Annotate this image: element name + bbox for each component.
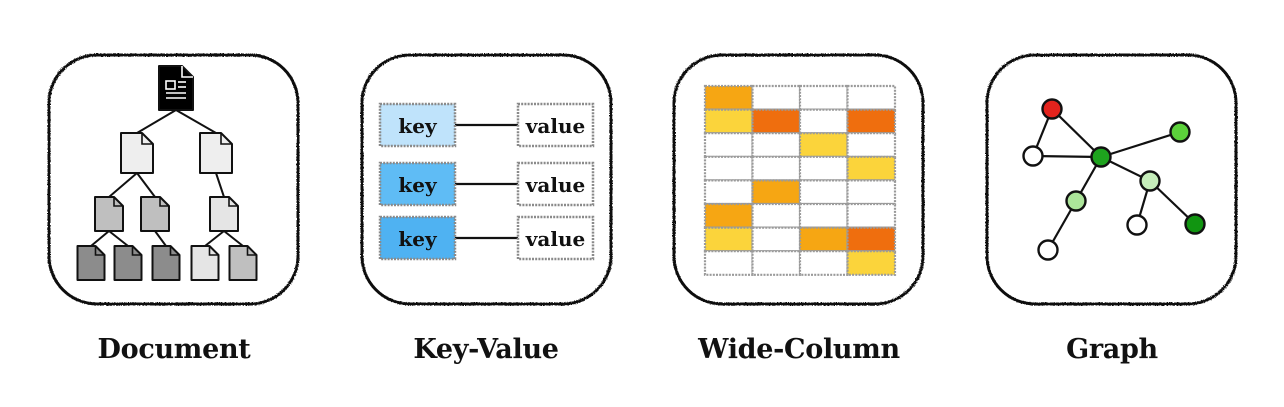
graph-node	[1169, 121, 1191, 143]
graph-caption: Graph	[1066, 334, 1158, 365]
document-panel	[76, 65, 258, 281]
graph-node	[1184, 213, 1206, 235]
graph-node	[1139, 170, 1161, 192]
table-cell	[751, 226, 802, 253]
document-icon	[190, 245, 220, 281]
key-label: key	[398, 114, 438, 138]
document-icon	[209, 196, 239, 232]
table-cell	[846, 132, 897, 158]
document-icon	[228, 245, 258, 281]
tree-edge	[90, 230, 110, 247]
graph-nodes	[1022, 98, 1206, 261]
table-cell	[798, 250, 849, 276]
tree-edge	[204, 230, 225, 247]
graph-node	[1037, 239, 1059, 261]
root-document-icon	[158, 65, 194, 111]
value-box	[516, 215, 595, 261]
table-cell	[798, 132, 849, 158]
table-cell	[798, 179, 849, 206]
value-box	[516, 161, 595, 207]
key-value-panel: key value key value key value	[378, 102, 595, 261]
graph-panel	[1022, 98, 1206, 261]
key-value-pair: key value	[378, 102, 595, 148]
table-cell	[703, 84, 754, 111]
panel-frames	[47, 53, 1238, 306]
panel-frame-wide-column	[672, 53, 925, 306]
table-cell	[846, 250, 897, 276]
document-tree-nodes	[76, 65, 258, 281]
key-box	[378, 215, 457, 261]
tree-edge	[108, 230, 129, 247]
key-box	[378, 102, 457, 148]
tree-edge	[154, 230, 167, 247]
graph-node	[1090, 146, 1112, 168]
graph-node	[1065, 190, 1087, 212]
panel-frame-key-value	[360, 53, 613, 306]
graph-node	[1022, 145, 1044, 167]
table-cell	[751, 155, 802, 182]
table-cell	[846, 179, 897, 206]
graph-edge	[1100, 130, 1181, 159]
key-label: key	[398, 227, 438, 251]
wide-column-panel	[703, 84, 897, 276]
tree-edge	[223, 230, 244, 247]
tree-edge	[136, 109, 177, 134]
document-icon	[113, 245, 143, 281]
tree-edge	[175, 109, 217, 134]
value-label: value	[525, 173, 585, 197]
value-label: value	[525, 227, 585, 251]
table-cell	[846, 226, 897, 253]
key-value-pair: key value	[378, 161, 595, 207]
graph-edge	[1051, 108, 1102, 158]
table-cell	[846, 155, 897, 182]
document-caption: Document	[97, 334, 251, 365]
panel-frame-document	[47, 53, 300, 306]
table-cell	[703, 179, 754, 206]
key-label: key	[398, 173, 438, 197]
table-cell	[703, 108, 754, 135]
value-box	[516, 102, 595, 148]
table-cell	[751, 108, 802, 135]
table-cell	[751, 84, 802, 111]
table-cell	[751, 179, 802, 206]
key-value-pair: key value	[378, 215, 595, 261]
table-cell	[751, 202, 802, 229]
wide-column-caption: Wide-Column	[698, 334, 900, 365]
tree-edge	[215, 172, 225, 198]
key-box	[378, 161, 457, 207]
table-cell	[798, 84, 849, 111]
document-icon	[76, 245, 106, 281]
tree-edge	[108, 172, 138, 198]
value-label: value	[525, 114, 585, 138]
table-cell	[846, 108, 897, 135]
table-cell	[846, 84, 897, 111]
table-cell	[703, 250, 754, 276]
table-cell	[703, 155, 754, 182]
document-icon	[120, 132, 154, 174]
table-cell	[798, 226, 849, 253]
table-cell	[751, 132, 802, 158]
table-cell	[798, 108, 849, 135]
table-cell	[703, 132, 754, 158]
document-icon	[140, 196, 170, 232]
table-cell	[751, 250, 802, 276]
key-value-caption: Key-Value	[413, 334, 559, 365]
panel-frame-graph	[985, 53, 1238, 306]
table-cell	[798, 202, 849, 229]
table-cell	[846, 202, 897, 229]
document-icon	[199, 132, 233, 174]
tree-edge	[136, 172, 156, 198]
table-cell	[798, 155, 849, 182]
graph-node	[1126, 214, 1148, 236]
table-cell	[703, 202, 754, 229]
table-cell	[703, 226, 754, 253]
document-icon	[151, 245, 181, 281]
document-icon	[94, 196, 124, 232]
graph-node	[1041, 98, 1063, 120]
graph-edge	[1032, 154, 1102, 159]
document-tree-edges	[90, 109, 244, 247]
